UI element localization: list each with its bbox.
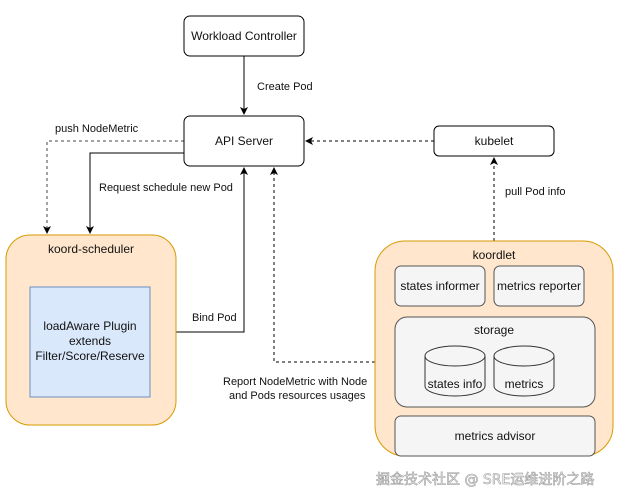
- edge-create-pod: Create Pod: [240, 56, 313, 115]
- api-server-label: API Server: [215, 134, 273, 148]
- edge-label-report-1: Report NodeMetric with Node: [223, 376, 367, 388]
- watermark: 掘金技术社区 @ SRE运维进阶之路: [376, 472, 594, 488]
- edge-pull-pod-info: pull Pod info: [490, 157, 566, 241]
- plugin-label-3: Filter/Score/Reserve: [35, 349, 145, 363]
- edge-label-report-2: and Pods resources usages: [229, 390, 366, 402]
- node-koordlet: koordlet states informer metrics reporte…: [374, 240, 614, 457]
- edge-report-nodemetric: Report NodeMetric with Node and Pods res…: [223, 167, 375, 402]
- database-states-info: states info: [424, 345, 486, 397]
- node-workload-controller: Workload Controller: [183, 15, 305, 57]
- edge-label-create-pod: Create Pod: [257, 81, 313, 93]
- node-loadaware-plugin: loadAware Plugin extends Filter/Score/Re…: [29, 286, 151, 398]
- edge-label-push-nodemetric: push NodeMetric: [55, 123, 139, 135]
- edge-label-pull-pod-info: pull Pod info: [505, 186, 566, 198]
- kubelet-label: kubelet: [475, 134, 514, 148]
- edge-label-bind-pod: Bind Pod: [192, 312, 237, 324]
- plugin-label-2: extends: [69, 334, 111, 348]
- metrics-advisor-label: metrics advisor: [455, 429, 536, 443]
- node-koord-scheduler: koord-scheduler loadAware Plugin extends…: [5, 234, 177, 426]
- metrics-reporter-label: metrics reporter: [497, 279, 581, 293]
- node-metrics-advisor: metrics advisor: [394, 415, 596, 457]
- storage-label: storage: [474, 323, 514, 337]
- plugin-label-1: loadAware Plugin: [43, 319, 136, 333]
- node-api-server: API Server: [183, 115, 305, 167]
- edge-push-nodemetric: push NodeMetric: [43, 123, 184, 234]
- metrics-label: metrics: [505, 377, 544, 391]
- node-kubelet: kubelet: [433, 125, 555, 157]
- node-states-informer: states informer: [394, 265, 486, 307]
- edge-label-request-schedule: Request schedule new Pod: [99, 182, 233, 194]
- edge-bind-pod: Bind Pod: [176, 167, 248, 333]
- node-storage: storage states info metrics: [394, 316, 596, 408]
- koordlet-label: koordlet: [473, 248, 516, 262]
- states-info-label: states info: [428, 377, 483, 391]
- koord-scheduler-label: koord-scheduler: [48, 242, 134, 256]
- edge-request-schedule: Request schedule new Pod: [86, 152, 233, 234]
- database-metrics: metrics: [493, 345, 555, 397]
- states-informer-label: states informer: [400, 279, 479, 293]
- node-metrics-reporter: metrics reporter: [493, 265, 585, 307]
- workload-controller-label: Workload Controller: [191, 29, 297, 43]
